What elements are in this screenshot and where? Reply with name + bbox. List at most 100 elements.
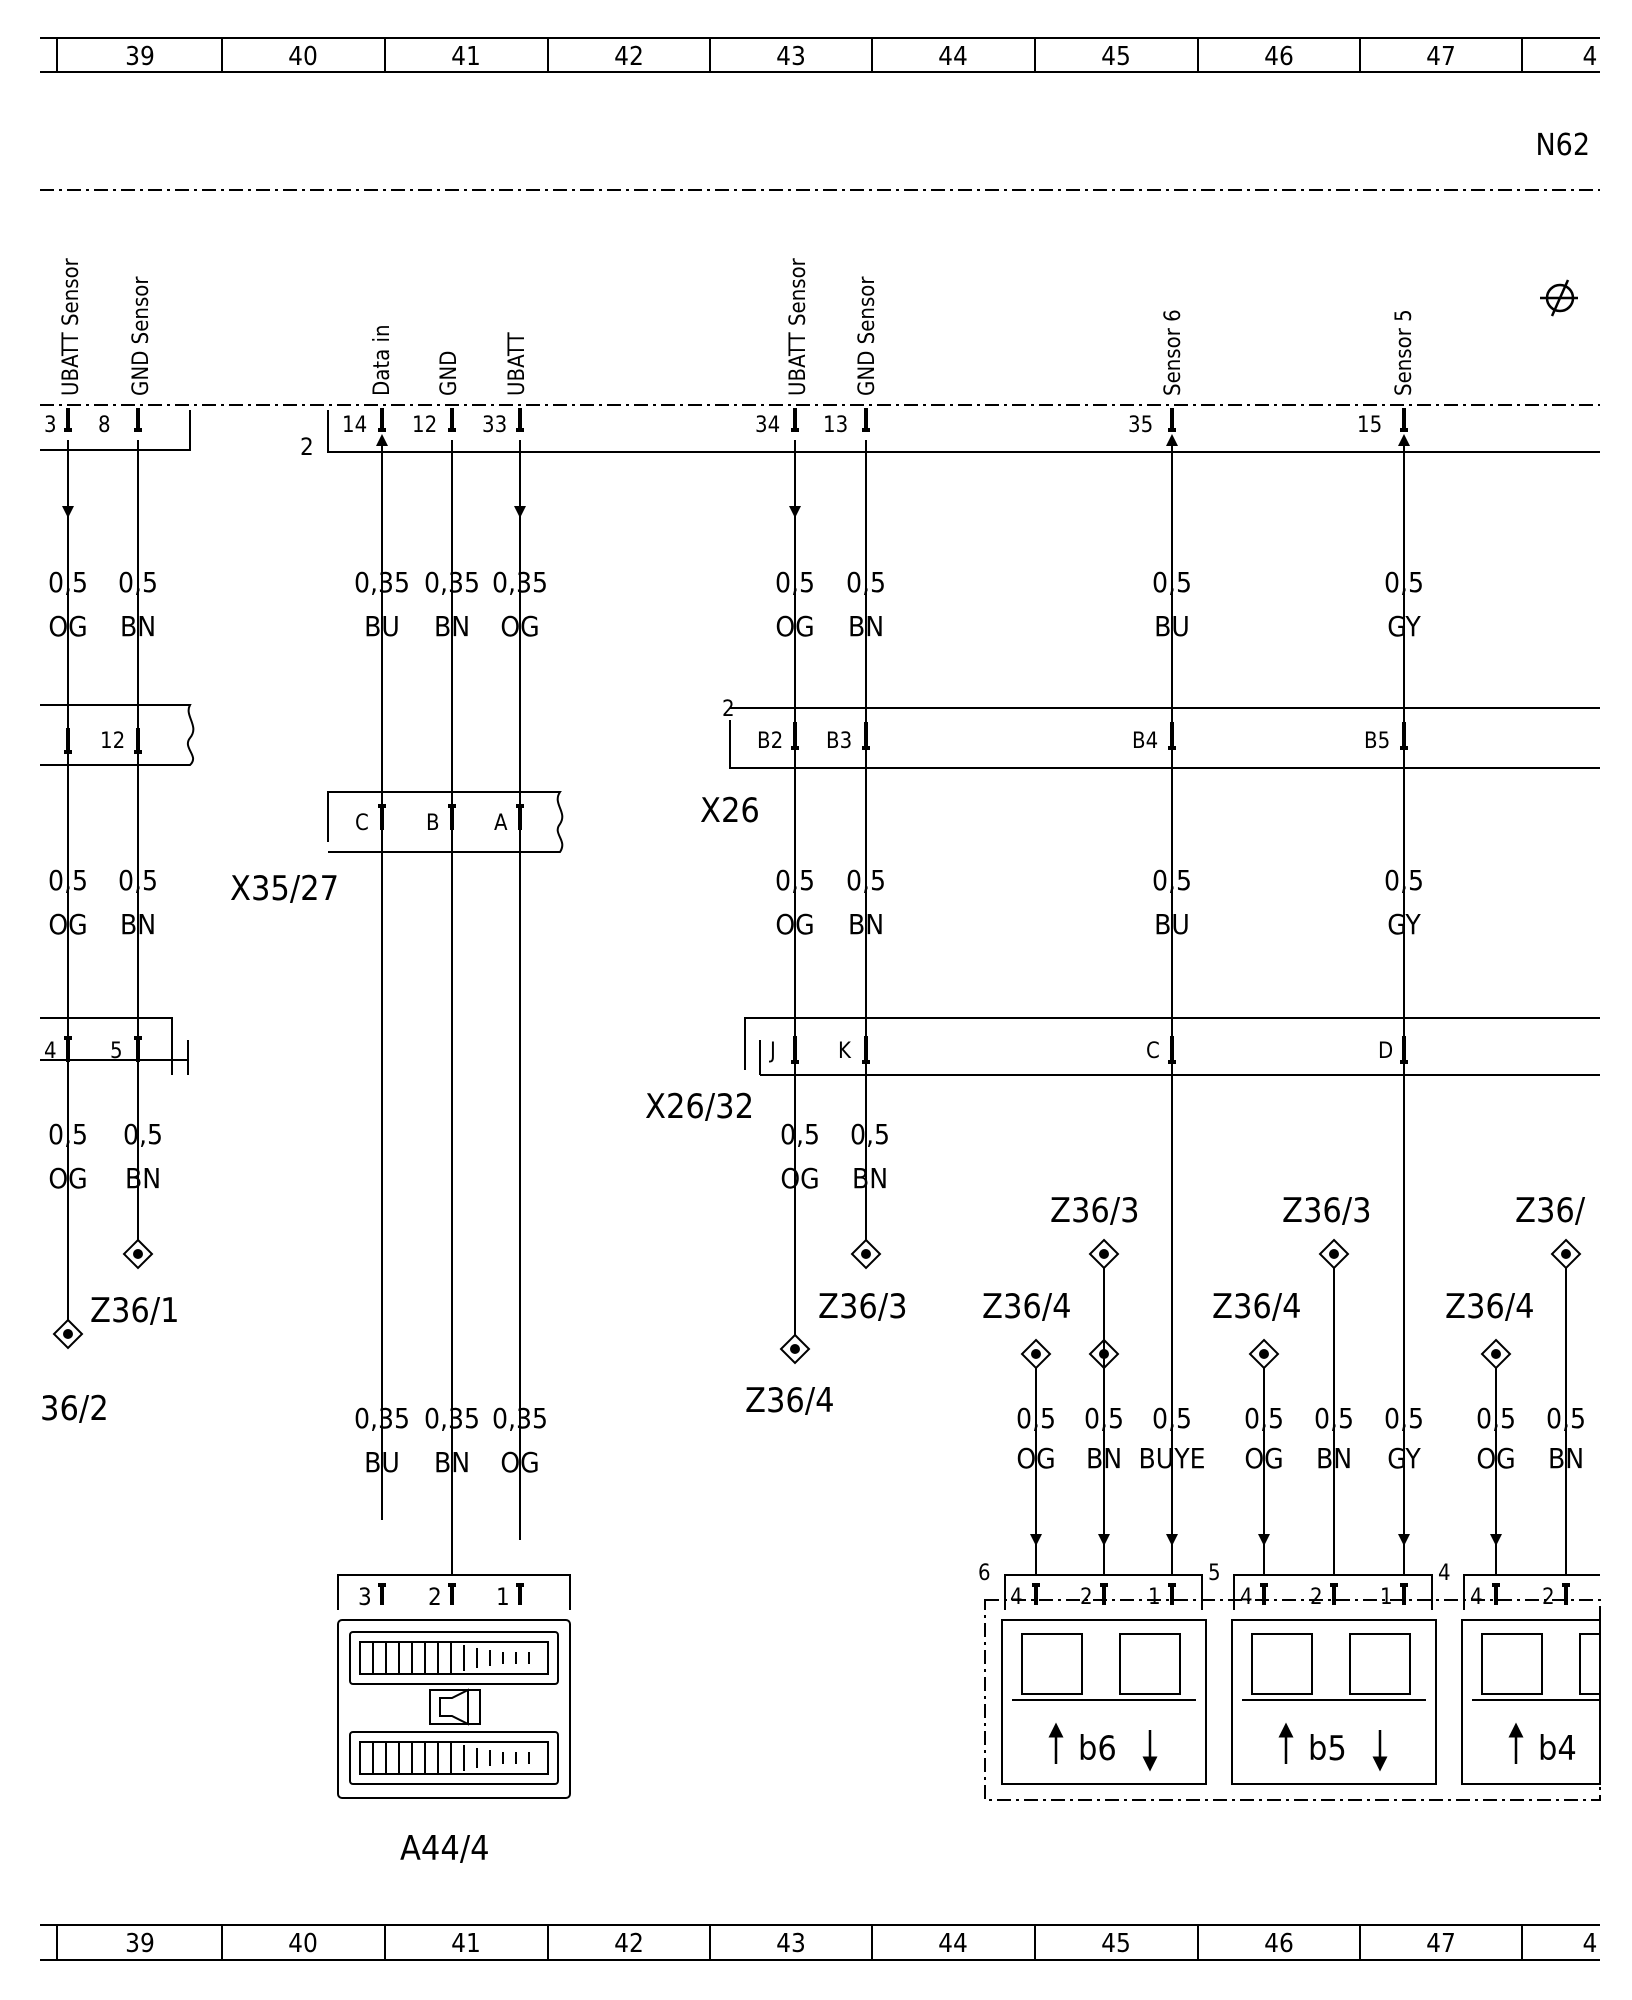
- x35-27-connector-housing: [327, 791, 564, 853]
- sensor6-bn-color: BN: [1086, 1442, 1122, 1475]
- wire-6-size-seg2: 0,5: [775, 864, 815, 897]
- sensor4-name: b4: [1538, 1729, 1577, 1769]
- wire-1-size-seg1: 0,5: [48, 566, 88, 599]
- ground-z36-3: Z36/3: [818, 1287, 908, 1327]
- wire-3-size-seg1: 0,35: [354, 566, 410, 599]
- pin-13-main: 13: [823, 413, 848, 438]
- wire-1-color-seg3: OG: [48, 1162, 87, 1195]
- wire-3-color-seg1: BU: [364, 610, 400, 643]
- grid-col-39-bottom: 39: [125, 1929, 155, 1959]
- sensor4-og-size: 0,5: [1476, 1402, 1516, 1435]
- grid-col-46-bottom: 46: [1264, 1929, 1294, 1959]
- left-low-pin-5: 5: [110, 1039, 123, 1064]
- a44-wire-4-color: BN: [434, 1446, 470, 1479]
- wire-8-size-seg1: 0,5: [1152, 566, 1192, 599]
- a44-4-label: A44/4: [400, 1829, 490, 1869]
- wire-7-color-seg3: BN: [852, 1162, 888, 1195]
- sensor6-block-num: 6: [978, 1561, 991, 1586]
- a44-wire-4-size: 0,35: [424, 1402, 480, 1435]
- a44-pin-3: 3: [358, 1583, 372, 1611]
- sensor6-ground-z36-3: Z36/3: [1050, 1191, 1140, 1231]
- x26-pin-b3: B3: [826, 729, 852, 754]
- wire-5-color-seg1: OG: [500, 610, 539, 643]
- wire-1-color-seg1: OG: [48, 610, 87, 643]
- a44-wire-5-size: 0,35: [492, 1402, 548, 1435]
- a44-wire-3-color: BU: [364, 1446, 400, 1479]
- sensor4-wires: [1480, 1238, 1582, 1575]
- wire-7-size-seg1: 0,5: [846, 566, 886, 599]
- pin-15-main: 15: [1357, 413, 1382, 438]
- x26-32-connector-housing: [744, 1017, 1600, 1076]
- sensor6-pin-4: 4: [1010, 1585, 1023, 1610]
- sensor-blocks-housing: [984, 1574, 1601, 1801]
- sensor6-pin-1: 1: [1148, 1585, 1161, 1610]
- x26-32-pin-d: D: [1378, 1039, 1393, 1064]
- left-low-pin-4: 4: [44, 1039, 57, 1064]
- wire-1-size-seg3: 0,5: [48, 1118, 88, 1151]
- signal-label-gnd: GND: [437, 351, 462, 396]
- wire-9-color-seg1: GY: [1387, 610, 1421, 643]
- component-label-n62: N62: [1535, 128, 1590, 163]
- x26-connector-housing: [729, 707, 1600, 769]
- a44-wire-5-color: OG: [500, 1446, 539, 1479]
- sensor6-buye-size: 0,5: [1152, 1402, 1192, 1435]
- wire-8-size-seg2: 0,5: [1152, 864, 1192, 897]
- sensor6-og-color: OG: [1016, 1442, 1055, 1475]
- sensor6-buye-color: BUYE: [1138, 1442, 1205, 1475]
- sensor6-pin-2: 2: [1080, 1585, 1093, 1610]
- wire-2-color-seg3: BN: [125, 1162, 161, 1195]
- sensor-direction-arrows: [1048, 1722, 1524, 1772]
- signal-label-gnd-sensor-b: GND Sensor: [855, 276, 880, 396]
- signal-label-ubatt-sensor-b: UBATT Sensor: [786, 257, 811, 396]
- signal-label-sensor5: Sensor 5: [1392, 309, 1417, 396]
- signal-label-ubatt: UBATT: [505, 331, 530, 396]
- sensor6-name: b6: [1078, 1729, 1117, 1769]
- wire-1-size-seg2: 0,5: [48, 864, 88, 897]
- x35-27-pin-b: B: [426, 811, 440, 836]
- wire-1-color-seg2: OG: [48, 908, 87, 941]
- x26-32-pin-k: K: [838, 1039, 852, 1064]
- signal-label-sensor6: Sensor 6: [1161, 309, 1186, 396]
- main-connector-label: 2: [300, 433, 314, 461]
- sensor6-wires: [1020, 1238, 1120, 1575]
- sensor5-pin-4: 4: [1240, 1585, 1253, 1610]
- left-mid-connector-pin: 12: [100, 729, 125, 754]
- wire-6-color-seg1: OG: [775, 610, 814, 643]
- wire-9-size-seg1: 0,5: [1384, 566, 1424, 599]
- signal-label-data-in: Data in: [370, 324, 395, 396]
- ground-z36-4: Z36/4: [745, 1381, 835, 1421]
- wire-6-size-seg3: 0,5: [780, 1118, 820, 1151]
- wire-2-size-seg3: 0,5: [123, 1118, 163, 1151]
- grid-col-42-bottom: 42: [614, 1929, 644, 1959]
- a44-wire-3-size: 0,35: [354, 1402, 410, 1435]
- wire-2-color-seg2: BN: [120, 908, 156, 941]
- sensor5-bn-color: BN: [1316, 1442, 1352, 1475]
- pin-33-main: 33: [482, 413, 507, 438]
- x35-27-pin-c: C: [355, 811, 369, 836]
- x26-pin-b4: B4: [1132, 729, 1158, 754]
- grid-col-43-bottom: 43: [776, 1929, 806, 1959]
- x26-num: 2: [722, 697, 735, 722]
- pin-35-main: 35: [1128, 413, 1153, 438]
- a44-4-component: [337, 1574, 571, 1799]
- x26-pin-b5: B5: [1364, 729, 1390, 754]
- x26-pin-b2: B2: [757, 729, 783, 754]
- sensor4-bn-color: BN: [1548, 1442, 1584, 1475]
- x35-27-label: X35/27: [230, 869, 339, 909]
- wire-9-color-seg2: GY: [1387, 908, 1421, 941]
- grid-col-47: 47: [1426, 42, 1456, 72]
- sensor5-ground-z36-3: Z36/3: [1282, 1191, 1372, 1231]
- top-grid-strip: [40, 37, 1600, 73]
- grid-col-45: 45: [1101, 42, 1131, 72]
- x26-32-pin-c: C: [1146, 1039, 1160, 1064]
- x26-label: X26: [700, 791, 760, 831]
- sensor5-name: b5: [1308, 1729, 1347, 1769]
- shield-icon: [1540, 279, 1578, 317]
- grid-col-45-bottom: 45: [1101, 1929, 1131, 1959]
- wire-7-size-seg2: 0,5: [846, 864, 886, 897]
- pin-3-main: 3: [44, 413, 57, 438]
- wire-9-size-seg2: 0,5: [1384, 864, 1424, 897]
- grid-col-44-bottom: 44: [938, 1929, 968, 1959]
- sensor4-pin-2: 2: [1542, 1585, 1555, 1610]
- left-mid-connector: [40, 704, 195, 766]
